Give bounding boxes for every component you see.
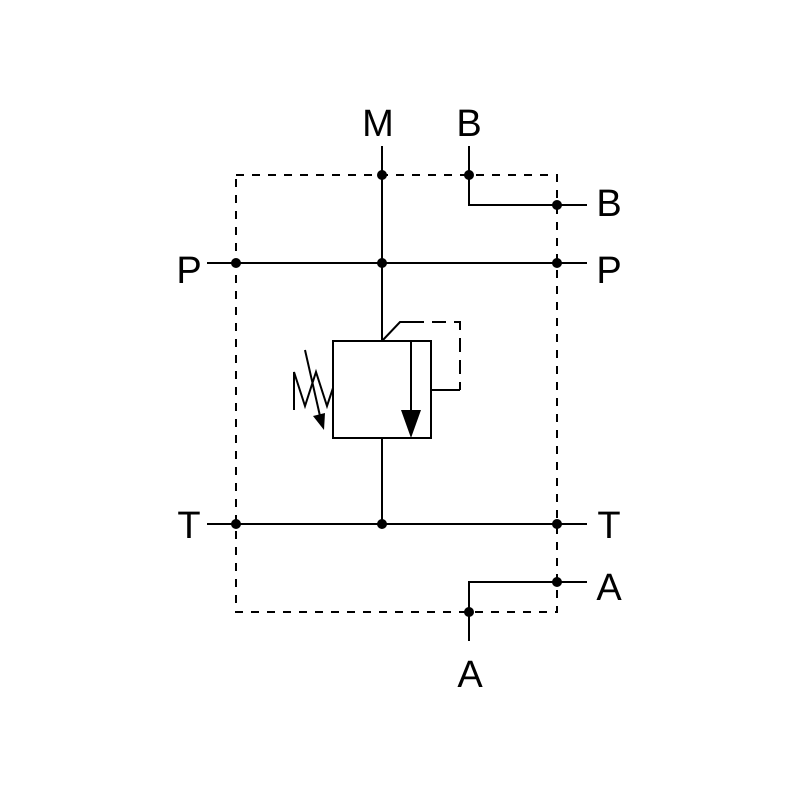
adjustable-arrow-shaft [304,349,321,417]
port-label-m: M [362,103,394,145]
junction-dot [552,258,562,268]
junction-dot [552,577,562,587]
port-label-p-left: P [176,250,201,292]
spring-icon [293,368,334,410]
valve-flow-arrow-head [401,410,421,438]
junction-dot [464,607,474,617]
junction-dot [231,258,241,268]
port-label-t-left: T [177,505,200,547]
port-label-b-top: B [456,103,481,145]
port-label-a-bottom: A [457,654,483,696]
pilot-line-solid [381,321,410,342]
port-label-t-right: T [597,505,620,547]
junction-dot [377,258,387,268]
relief-valve-body [332,340,432,439]
junction-dot [552,200,562,210]
port-label-b-right: B [596,183,621,225]
port-label-p-right: P [596,250,621,292]
junction-dot [377,519,387,529]
pilot-line-dashed [410,321,461,390]
junction-dot [464,170,474,180]
junction-dot [377,170,387,180]
junction-dot [552,519,562,529]
adjustable-arrow-head [313,413,325,430]
line-a [468,581,587,641]
line-b [468,146,587,206]
junction-dot [231,519,241,529]
port-label-a-right: A [596,567,622,609]
block-boundary-dashed [235,174,558,613]
